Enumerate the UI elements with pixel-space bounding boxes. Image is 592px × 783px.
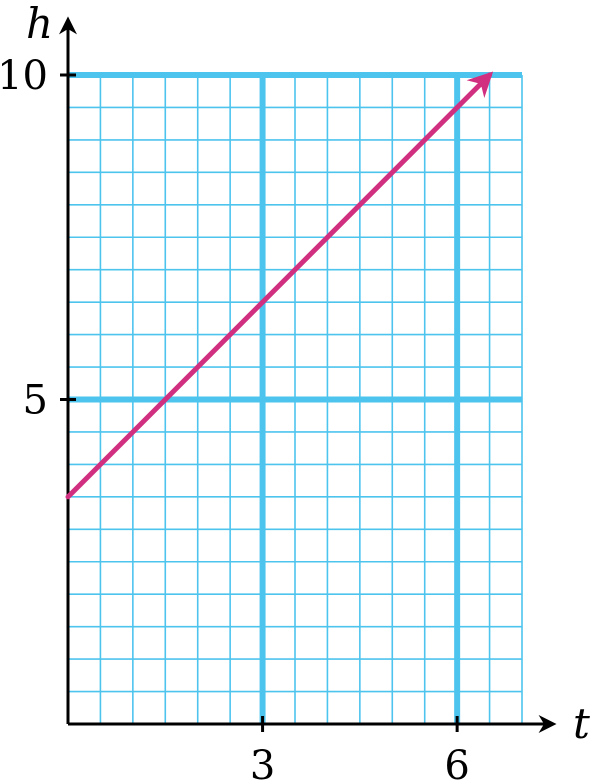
tick-labels: 3 6 5 10: [0, 53, 470, 783]
series-line: [65, 71, 494, 500]
series-layer: [65, 71, 494, 500]
axes: [59, 16, 557, 733]
y-tick-label: 5: [23, 378, 48, 424]
y-axis-label: h: [26, 0, 53, 48]
x-axis-label: t: [573, 699, 590, 748]
x-tick-label: 6: [444, 743, 469, 783]
tick-marks: [60, 73, 459, 732]
x-tick-label: 3: [250, 743, 275, 783]
y-tick-label: 10: [0, 53, 48, 99]
grid-major-lines: [68, 72, 522, 724]
